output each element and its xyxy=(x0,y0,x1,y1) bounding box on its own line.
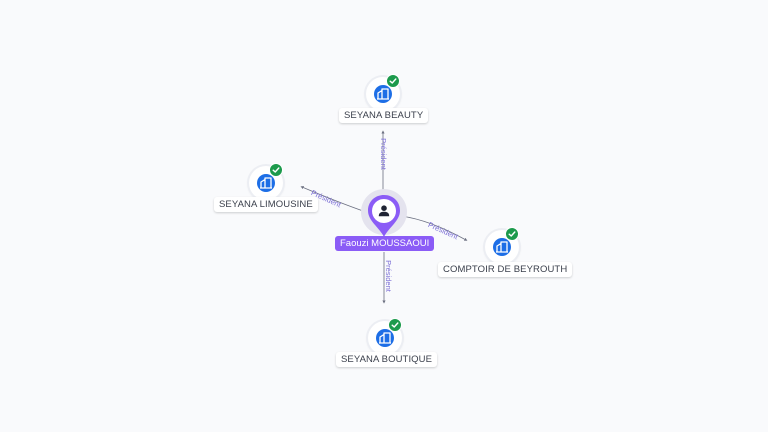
edge-label-boutique: Président xyxy=(384,260,393,293)
company-node-seyana-limousine[interactable] xyxy=(249,163,283,200)
verified-check-icon xyxy=(388,318,402,332)
building-icon-glyph xyxy=(379,332,391,344)
edge-label-beauty: Président xyxy=(379,138,388,171)
building-icon-glyph xyxy=(260,177,272,189)
company-node-seyana-beauty[interactable] xyxy=(366,74,400,111)
company-label-seyana-limousine[interactable]: SEYANA LIMOUSINE xyxy=(214,197,318,212)
edge-boutique: Président xyxy=(382,252,393,304)
building-icon-glyph xyxy=(496,241,508,253)
building-icon-glyph xyxy=(377,88,389,100)
company-label-comptoir-de-beyrouth[interactable]: COMPTOIR DE BEYROUTH xyxy=(438,262,573,277)
person-name-label[interactable]: Faouzi MOUSSAOUI xyxy=(335,236,435,251)
person-icon xyxy=(378,205,390,217)
company-node-comptoir-de-beyrouth[interactable] xyxy=(485,227,519,264)
verified-check-icon xyxy=(269,163,283,177)
verified-check-icon xyxy=(386,74,400,88)
company-label-seyana-beauty[interactable]: SEYANA BEAUTY xyxy=(339,108,429,123)
person-node-pin[interactable] xyxy=(366,193,402,239)
edge-beauty: Président xyxy=(379,130,388,196)
company-node-seyana-boutique[interactable] xyxy=(368,318,402,355)
verified-check-icon xyxy=(505,227,519,241)
company-label-seyana-boutique[interactable]: SEYANA BOUTIQUE xyxy=(336,352,438,367)
